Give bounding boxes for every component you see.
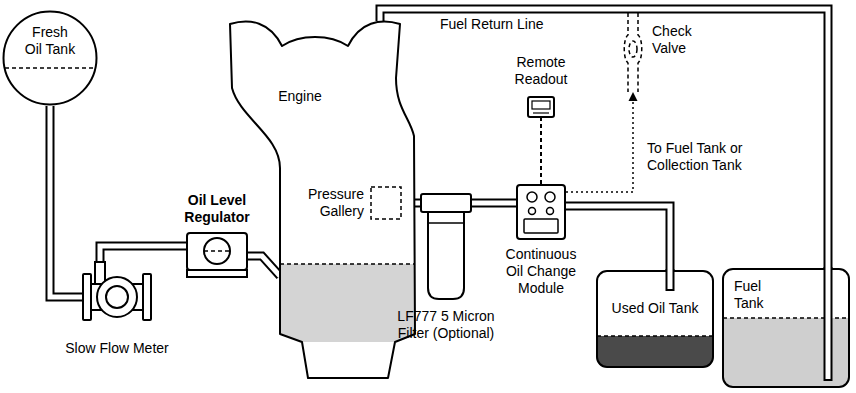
text-slot: To Fuel Tank or Collection Tank <box>647 140 771 174</box>
gallery-box-shape <box>370 186 402 220</box>
valve-symbol-shape <box>622 13 644 92</box>
oil-pipe <box>100 246 186 262</box>
text-slot: LF777 5 Micron Filter (Optional) <box>394 308 498 342</box>
flow-meter: Slow Flow Meter <box>82 262 152 332</box>
module-box-shape <box>516 184 566 240</box>
valve-symbol: Check Valve <box>622 13 644 92</box>
flow-arrow <box>566 92 638 192</box>
regulator-box-shape <box>186 232 248 278</box>
text-slot: Fresh Oil Tank <box>23 24 78 58</box>
regulator-box: Oil Level Regulator <box>186 232 248 278</box>
tank-circle: Fresh Oil Tank <box>2 10 98 106</box>
node-label: Pressure Gallery <box>284 186 364 220</box>
node-label: Continuous Oil Change Module <box>501 246 581 297</box>
node-label: Check Valve <box>652 23 712 57</box>
flow-meter-shape <box>82 262 152 332</box>
edge-label: To Fuel Tank or Collection Tank <box>647 140 771 174</box>
text-slot: Oil Level Regulator <box>167 192 267 226</box>
node-label: Remote Readout <box>496 54 586 88</box>
text-slot: Continuous Oil Change Module <box>501 246 581 297</box>
node-label: Slow Flow Meter <box>52 340 182 357</box>
oil-pipe <box>566 206 670 270</box>
module-box: Continuous Oil Change Module <box>516 184 566 240</box>
text-slot: Check Valve <box>652 23 712 57</box>
node-label: LF777 5 Micron Filter (Optional) <box>394 308 498 342</box>
text-slot: Remote Readout <box>496 54 586 88</box>
readout-box: Remote Readout <box>527 96 555 118</box>
text-slot: Fuel Tank <box>734 278 778 312</box>
node-label: Used Oil Tank <box>604 300 706 317</box>
node-label: Fresh Oil Tank <box>23 24 78 58</box>
text-slot: Engine <box>255 88 345 105</box>
edge-label: Fuel Return Line <box>440 16 600 33</box>
gallery-box: Pressure Gallery <box>370 186 402 220</box>
oil-pipe <box>472 203 516 204</box>
text-slot: Fuel Return Line <box>440 16 600 33</box>
used-oil-tank: Used Oil Tank <box>596 270 714 368</box>
used-oil-tank-shape <box>596 270 714 368</box>
text-slot: Pressure Gallery <box>284 186 364 220</box>
oil-pipe <box>50 106 82 297</box>
filter-symbol: LF777 5 Micron Filter (Optional) <box>420 193 472 300</box>
readout-box-shape <box>527 96 555 118</box>
text-slot: Slow Flow Meter <box>52 340 182 357</box>
oil-pipe <box>248 256 280 276</box>
node-label: Oil Level Regulator <box>167 192 267 226</box>
signal-line <box>541 118 542 184</box>
node-label: Fuel Tank <box>734 278 778 312</box>
filter-symbol-shape <box>420 193 472 300</box>
fuel-tank: Fuel Tank <box>722 268 850 388</box>
text-slot: Used Oil Tank <box>604 300 706 317</box>
node-label: Engine <box>255 88 345 105</box>
